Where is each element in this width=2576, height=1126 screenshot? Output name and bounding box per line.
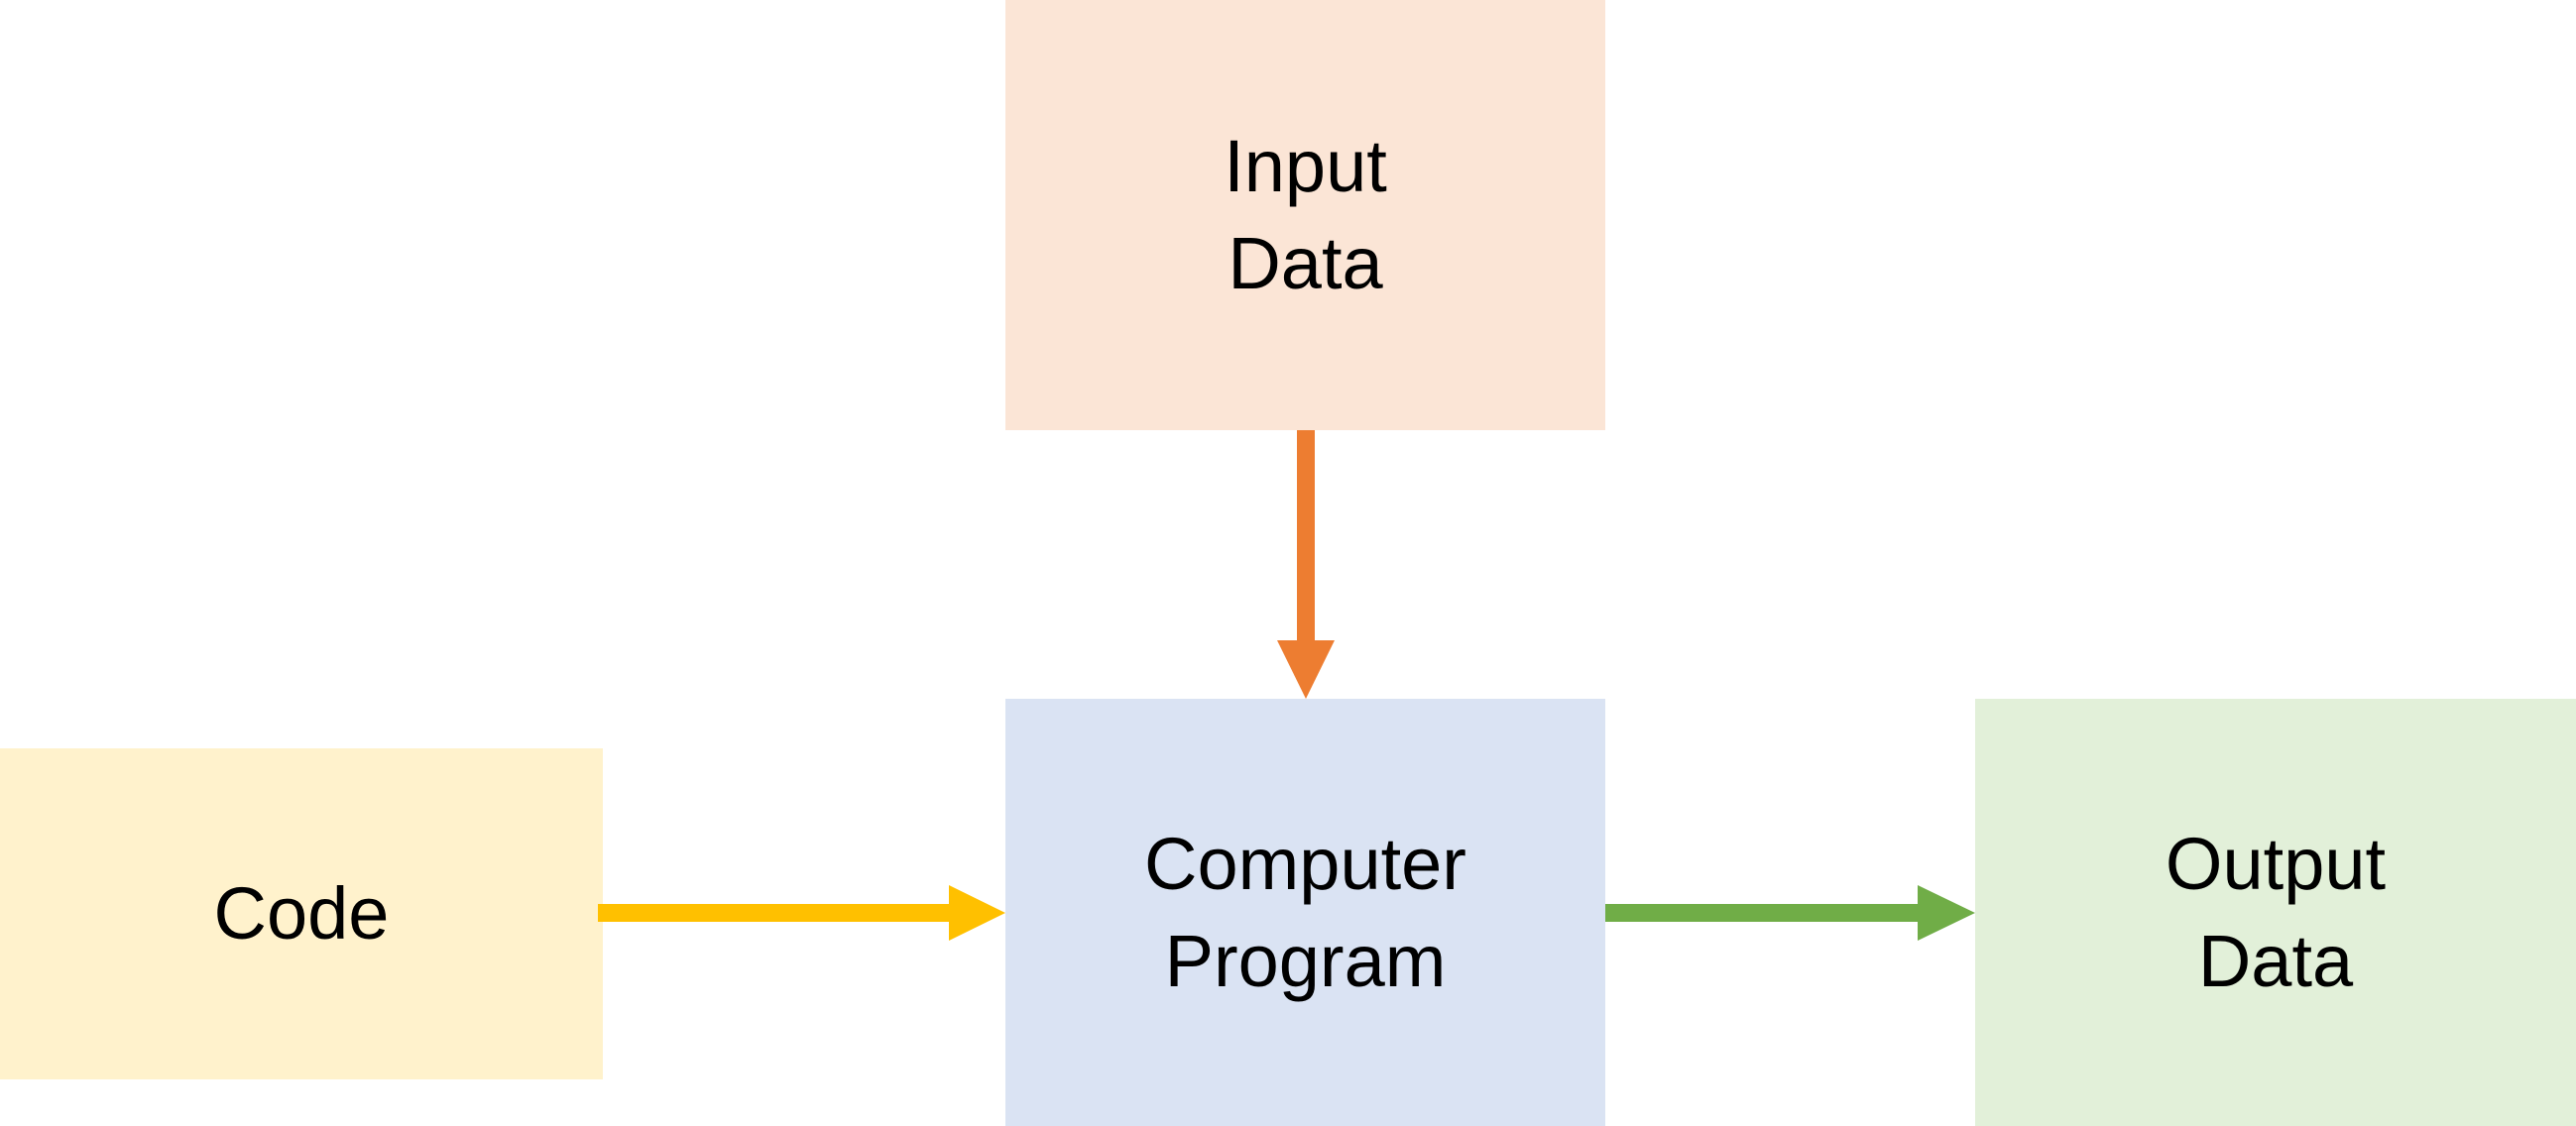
arrow-program-to-output [1605,885,1975,941]
output-data-label-line1: Output [2165,822,2387,905]
input-data-label-line2: Data [1228,222,1383,304]
arrow-input-to-program [1277,430,1335,699]
code-box: Code [0,748,603,1079]
computer-program-box: Computer Program [1005,699,1605,1126]
arrow-code-to-program [598,885,1005,941]
code-label: Code [213,872,390,955]
computer-program-label-line2: Program [1164,919,1447,1002]
computer-program-label-line1: Computer [1144,822,1466,905]
output-data-label-line2: Data [2197,919,2354,1002]
input-data-box: Input Data [1005,0,1605,430]
input-data-label-line1: Input [1224,125,1387,207]
output-data-box: Output Data [1975,699,2576,1126]
